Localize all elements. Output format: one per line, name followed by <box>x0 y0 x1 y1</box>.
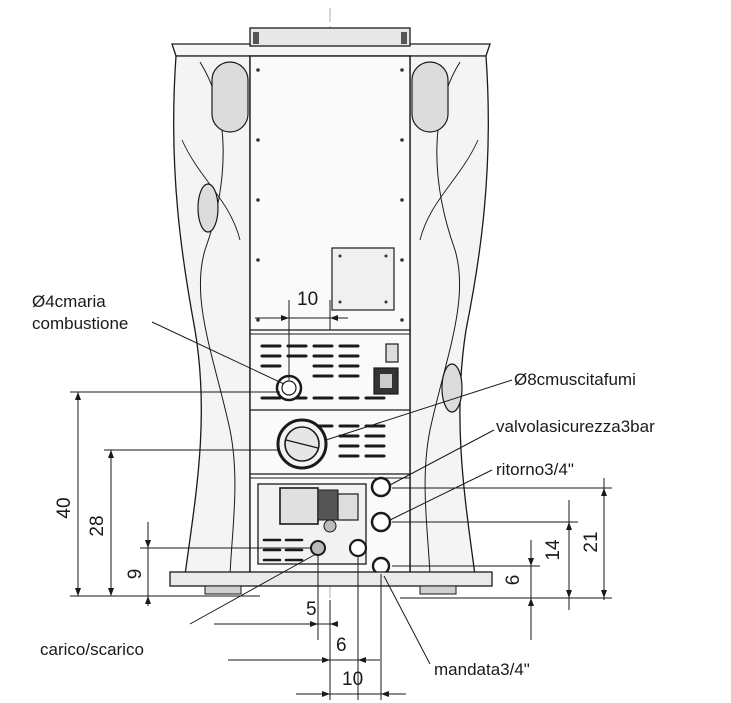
left-side-shell <box>173 55 251 576</box>
left-foot <box>204 585 242 595</box>
dimension-flow-height: 6 <box>503 574 524 586</box>
dimension-flow-offset-a: 6 <box>336 635 347 656</box>
air-inlet-label-line2: combustione <box>32 314 129 333</box>
flow-fitting-upper <box>348 538 368 558</box>
right-top-vent <box>411 61 449 133</box>
dimension-return-height: 14 <box>543 539 564 561</box>
return-fitting <box>370 511 392 533</box>
top-handle <box>249 27 411 47</box>
air-inlet-label-line1: Ø4cmaria <box>32 292 106 311</box>
dimension-air-offset: 10 <box>297 289 319 310</box>
dimension-drain-offset: 5 <box>306 599 317 620</box>
right-side-oval <box>441 363 463 413</box>
base <box>169 571 493 587</box>
dimension-flue-height: 28 <box>87 515 108 537</box>
flow-label: mandata3/4" <box>434 660 530 679</box>
dimension-air-height: 40 <box>54 497 75 519</box>
right-foot <box>419 585 457 595</box>
left-side-oval <box>197 183 219 233</box>
safety-valve-label: valvolasicurezza3bar <box>496 417 655 436</box>
upper-grille <box>260 344 386 458</box>
inspection-plate <box>331 247 395 311</box>
flue-outlet-label: Ø8cmuscitafumi <box>514 370 636 389</box>
fill-drain-label: carico/scarico <box>40 640 144 659</box>
dimension-flow-offset-b: 10 <box>342 669 364 690</box>
drain-fitting <box>310 540 326 556</box>
dimension-drain-height: 9 <box>125 568 146 580</box>
dimension-valve-height: 21 <box>581 531 602 553</box>
left-top-vent <box>211 61 249 133</box>
right-side-shell <box>409 55 489 576</box>
power-switch <box>385 343 399 363</box>
pump <box>279 487 319 525</box>
return-label: ritorno3/4" <box>496 460 574 479</box>
safety-valve-fitting <box>370 476 392 498</box>
